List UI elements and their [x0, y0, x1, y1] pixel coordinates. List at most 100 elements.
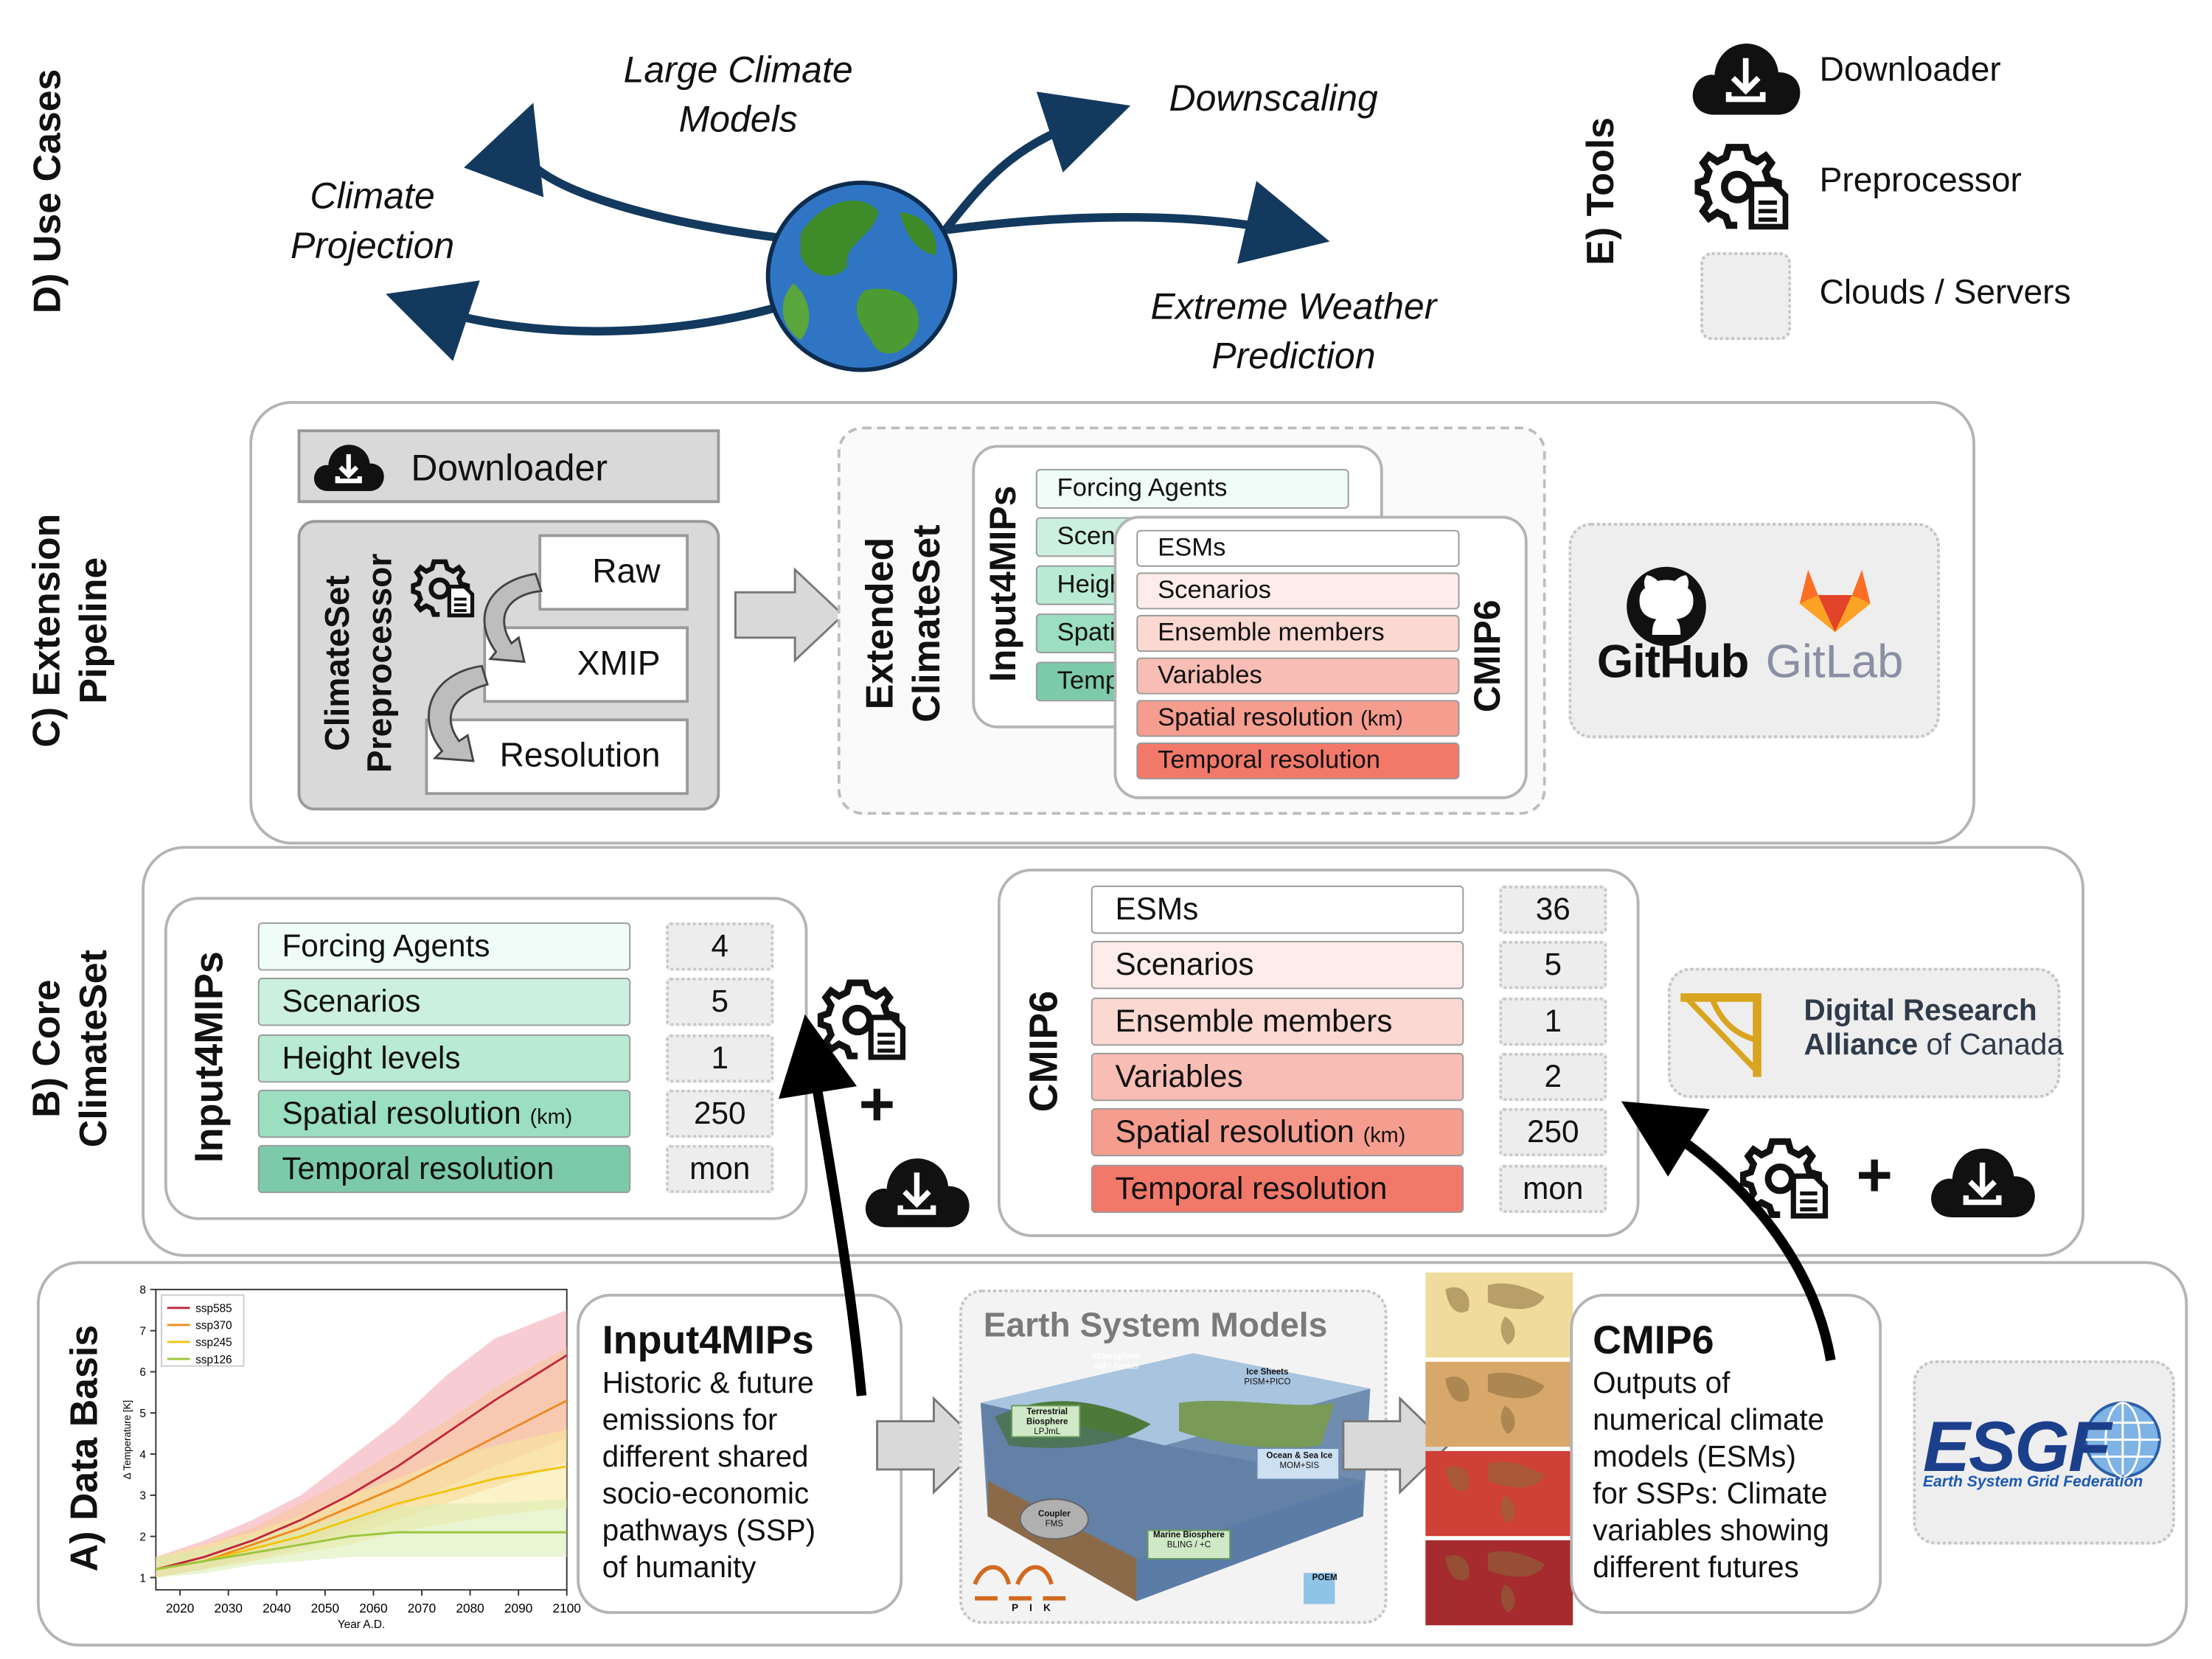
- chart-x-tick-label: 2020: [166, 1601, 194, 1615]
- core-cmip6-value: 5: [1499, 941, 1607, 990]
- arrow-downscaling: [938, 91, 1131, 238]
- chart-legend-label: ssp585: [195, 1303, 232, 1315]
- esm-label-line: BLING / +C: [1166, 1541, 1211, 1551]
- globe-icon: [765, 181, 958, 372]
- extension-cmip6-row: Variables: [1136, 657, 1460, 695]
- core-cmip6-row: Spatial resolution (km): [1091, 1108, 1464, 1157]
- drac-cloud-box: [1667, 967, 2061, 1099]
- extension-cmip6-row-label: Ensemble members: [1158, 617, 1385, 647]
- gear-document-icon: [1694, 144, 1789, 230]
- chart-x-tick-label: 2090: [504, 1601, 532, 1615]
- core-input4mips-value: 250: [666, 1089, 774, 1138]
- cloud-download-icon: [1692, 44, 1801, 115]
- chart-y-tick-label: 5: [139, 1408, 146, 1420]
- use-case-line: Large Climate: [623, 48, 853, 91]
- extension-input4mips-title: Input4MIPs: [981, 485, 1024, 683]
- core-input4mips-title: Input4MIPs: [187, 951, 232, 1164]
- repository-cloud-box: [1568, 523, 1940, 739]
- esm-label-line: MOM+SIS: [1279, 1462, 1320, 1471]
- chart-y-tick-label: 8: [139, 1284, 146, 1297]
- preprocessor-label: ClimateSet Preprocessor: [317, 554, 402, 773]
- chart-x-tick-label: 2070: [408, 1601, 436, 1615]
- drac-logo-icon: [1680, 993, 1761, 1077]
- extension-big-arrow: [734, 567, 845, 663]
- core-cmip6-row: Scenarios: [1091, 941, 1464, 990]
- gear-document-icon: [817, 979, 906, 1060]
- data-cmip6-title: CMIP6: [1593, 1318, 1714, 1362]
- core-input4mips-value: 4: [666, 922, 774, 971]
- gear-document-icon: [411, 559, 475, 618]
- core-cmip6-row-label: Scenarios: [1115, 947, 1254, 983]
- extension-cmip6-row-label: Scenarios: [1158, 575, 1271, 604]
- flow-arrow: [1342, 1396, 1450, 1495]
- extension-cmip6-row: Temporal resolution: [1136, 742, 1460, 779]
- esm-label-atmosphere: Atmosphere AM / Aeolus: [1091, 1353, 1141, 1373]
- data-cmip6-text: Outputs of numerical climate models (ESM…: [1593, 1366, 1829, 1587]
- esgf-subtitle: Earth System Grid Federation: [1922, 1473, 2143, 1491]
- section-label-extension: C) Extension Pipeline: [24, 514, 118, 748]
- esm-label-line: LPJmL: [1034, 1428, 1061, 1437]
- extension-cmip6-row-label: Temporal resolution: [1158, 745, 1380, 774]
- use-case-line: Prediction: [1211, 334, 1376, 378]
- chart-x-tick-label: 2040: [262, 1601, 291, 1615]
- cmip6-map-stack: [1425, 1272, 1573, 1626]
- unit-km: (km): [529, 1105, 573, 1130]
- esm-label-marine: Marine Biosphere BLING / +C: [1150, 1531, 1229, 1551]
- gitlab-label: GitLab: [1765, 634, 1904, 688]
- extension-cmip6-row-label: Spatial resolution: [1158, 703, 1354, 731]
- chart-line-ssp126: [156, 1531, 567, 1571]
- cloud-download-icon: [865, 1158, 970, 1228]
- core-input4mips-row: Scenarios: [257, 978, 631, 1026]
- extension-input4mips-row-label: Forcing Agents: [1057, 473, 1228, 502]
- extension-cmip6-row-label: ESMs: [1158, 532, 1226, 562]
- core-input4mips-row: Forcing Agents: [257, 922, 631, 971]
- data-input4mips-card: [577, 1293, 903, 1614]
- step-raw: Raw: [538, 534, 689, 611]
- use-case-downscaling: Downscaling: [1169, 76, 1378, 119]
- extension-cmip6-row-label: Variables: [1158, 660, 1262, 689]
- core-cmip6-row: ESMs: [1091, 886, 1464, 934]
- core-input4mips-row-label: Spatial resolution: [282, 1095, 521, 1131]
- esm-label-terrestrial: Terrestrial Biosphere LPJmL: [1013, 1408, 1081, 1438]
- text-line: emissions for: [602, 1404, 778, 1437]
- arrow-large-climate-models: [464, 102, 813, 246]
- chart-y-tick-label: 2: [139, 1531, 146, 1543]
- core-input4mips-row-label: Scenarios: [282, 984, 421, 1020]
- esgf-logo-text: ESGF: [1922, 1407, 2112, 1486]
- chart-line-ssp370: [156, 1399, 568, 1571]
- esm-label-line: Marine Biosphere: [1152, 1531, 1225, 1540]
- esm-title: Earth System Models: [983, 1306, 1328, 1345]
- core-cmip6-value: 2: [1499, 1052, 1607, 1102]
- esm-label-line: Ice Sheets: [1246, 1368, 1289, 1377]
- esm-label-ice: Ice Sheets PISM+PICO: [1244, 1368, 1290, 1388]
- use-case-line: Projection: [290, 223, 455, 267]
- core-input4mips-row: Height levels: [257, 1034, 631, 1082]
- text-line: Historic & future: [602, 1367, 814, 1400]
- use-case-extreme-weather: Extreme Weather Prediction: [1151, 282, 1437, 381]
- chart-y-tick-label: 3: [139, 1490, 146, 1503]
- legend-clouds-label: Clouds / Servers: [1819, 273, 2071, 312]
- section-label-line: ClimateSet: [72, 950, 115, 1148]
- esm-label-line: Terrestrial Biosphere: [1026, 1408, 1068, 1427]
- esm-label-ocean: Ocean & Sea Ice MOM+SIS: [1259, 1453, 1339, 1472]
- core-input4mips-row-label: Height levels: [282, 1039, 461, 1075]
- extension-cmip6-row: Spatial resolution (km): [1136, 700, 1460, 737]
- core-cmip6-value: 250: [1499, 1108, 1607, 1157]
- section-label-line: C) Extension: [25, 513, 69, 748]
- esm-label-line: Coupler: [1038, 1510, 1071, 1520]
- text-line: models (ESMs): [1593, 1441, 1796, 1474]
- unit-km: (km): [1360, 706, 1403, 731]
- chart-y-tick-label: 7: [139, 1325, 146, 1338]
- gear-document-icon: [1739, 1138, 1829, 1219]
- chart-y-tick-label: 6: [139, 1366, 146, 1379]
- preprocessor-label-line: Preprocessor: [361, 553, 400, 773]
- core-cmip6-row: Ensemble members: [1091, 997, 1464, 1046]
- core-cmip6-row-label: ESMs: [1115, 891, 1199, 927]
- esm-label-line: AM / Aeolus: [1093, 1363, 1139, 1372]
- chart-band-ssp126: [156, 1499, 567, 1578]
- section-label-line: B) Core: [25, 979, 69, 1118]
- extended-label-line: ClimateSet: [905, 524, 948, 723]
- use-case-large-climate-models: Large Climate Models: [624, 45, 853, 145]
- chart-legend-label: ssp370: [195, 1320, 232, 1332]
